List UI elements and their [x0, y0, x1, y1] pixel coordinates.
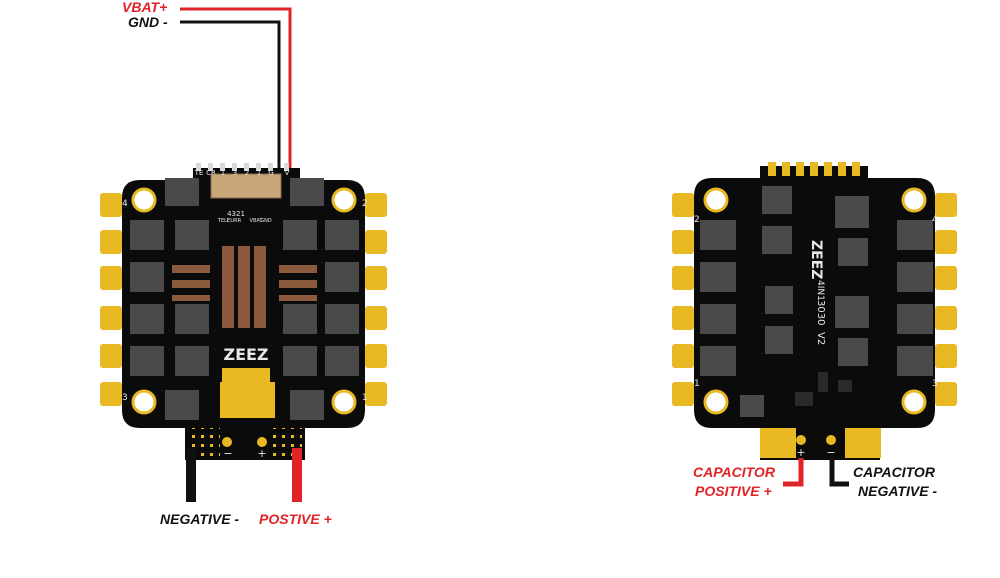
right-model: 4IN1: [815, 280, 825, 301]
left-corner-3: 3: [122, 393, 128, 403]
left-pad-plus: +: [257, 447, 266, 460]
left-mount-holes: [131, 187, 357, 415]
right-corner-1: 1: [694, 379, 700, 389]
left-capacitor-bank: [172, 246, 317, 328]
right-mosfets: [700, 186, 933, 417]
positive-label: POSTIVE +: [259, 511, 332, 527]
positive-wire: [292, 448, 302, 502]
signal-connector: [210, 173, 282, 199]
left-corner-1: 1: [362, 393, 368, 403]
capacitor-negative-label-line2: NEGATIVE -: [858, 483, 938, 499]
left-pin-label-cr: CR: [206, 169, 216, 177]
right-logo: ZEEZ: [808, 240, 824, 279]
left-via-minus: [222, 437, 232, 447]
negative-wire: [186, 448, 196, 502]
left-pin-label-te: TE: [194, 169, 204, 177]
capacitor-positive-label-line2: POSITIVE +: [695, 483, 772, 499]
capacitor-negative-wire: [829, 458, 849, 487]
left-pad-label-gnd: GND: [260, 218, 272, 224]
right-small-components: [795, 372, 852, 406]
right-via-plus: [796, 435, 806, 445]
left-logo: ZEEZ: [223, 345, 268, 364]
left-pin-label-1b: 1: [257, 169, 261, 177]
vbat-wire: [180, 7, 292, 176]
left-corner-2: 2: [362, 199, 368, 209]
right-pcb: [694, 166, 935, 460]
left-pad-label-vbat: VBAT: [250, 218, 264, 224]
left-corner-4: 4: [122, 199, 128, 209]
connector-pins: [196, 163, 289, 171]
left-board-motor-pads-left: [100, 193, 122, 406]
right-mount-holes: [703, 187, 927, 415]
left-inner-pin-numbers: 4321: [227, 210, 245, 218]
right-esc-board: ZEEZ 4IN1 3030 V2 2 4 1 3 + −: [672, 162, 957, 487]
right-corner-2: 2: [694, 215, 700, 225]
right-corner-3: 3: [932, 379, 938, 389]
right-top-pins: [768, 162, 860, 176]
gnd-label: GND -: [128, 14, 168, 30]
left-pin-label-g: G: [268, 169, 273, 177]
capacitor-positive-wire: [783, 458, 804, 487]
left-pin-label-1a: 1: [221, 169, 225, 177]
left-esc-board: ZEEZ TE CR 1 3 2 1 G V 4321 TELE CURR VB…: [100, 7, 387, 502]
right-via-minus: [826, 435, 836, 445]
gnd-wire: [180, 20, 281, 176]
left-pin-label-2: 2: [245, 169, 249, 177]
right-version: V2: [815, 332, 826, 345]
negative-label: NEGATIVE -: [160, 511, 240, 527]
left-via-plus: [257, 437, 267, 447]
right-board-motor-pads-left: [672, 193, 694, 406]
left-center-power-pad: [220, 368, 275, 418]
left-pad-label-curr: CURR: [227, 218, 242, 224]
right-size: 3030: [815, 300, 826, 325]
capacitor-negative-label-line1: CAPACITOR: [853, 464, 935, 480]
right-pad-minus: −: [826, 446, 835, 459]
left-pad-minus: −: [223, 447, 232, 460]
right-capacitor-pad-positive: [760, 428, 796, 458]
capacitor-positive-label-line1: CAPACITOR: [693, 464, 775, 480]
left-pin-label-3: 3: [233, 169, 237, 177]
right-corner-4: 4: [932, 215, 938, 225]
right-capacitor-pad-negative: [845, 428, 881, 458]
left-pad-label-tele: TELE: [217, 218, 230, 224]
left-pin-label-v: V: [285, 169, 290, 177]
right-pad-plus: +: [796, 446, 805, 459]
left-board-motor-pads-right: [365, 193, 387, 406]
right-board-motor-pads-right: [935, 193, 957, 406]
left-mosfets: [130, 178, 359, 420]
vbat-label: VBAT+: [122, 0, 168, 15]
